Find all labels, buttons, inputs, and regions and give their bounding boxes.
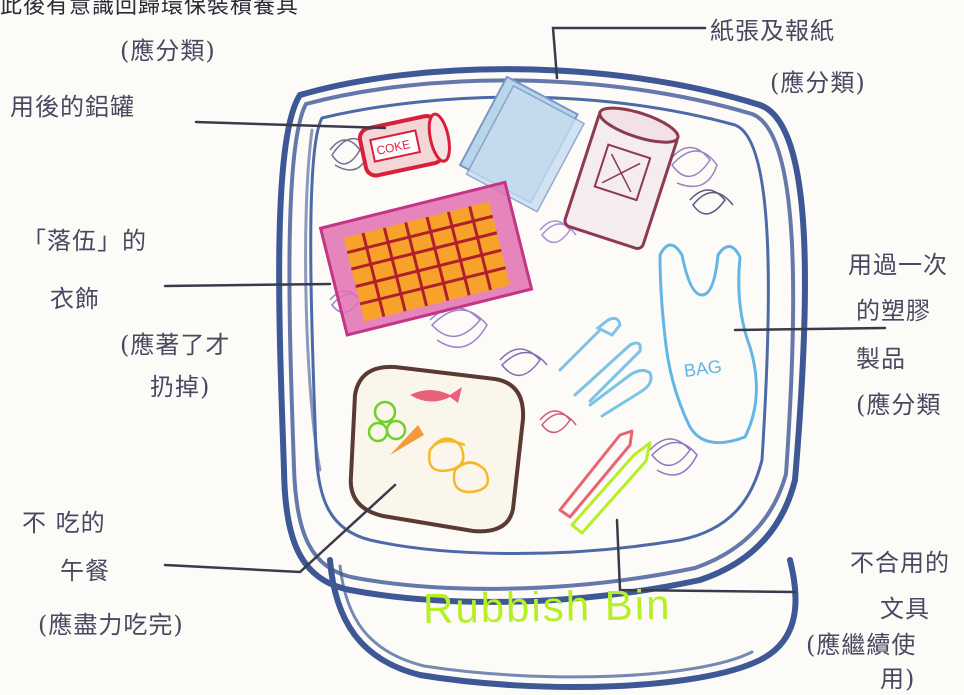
bin-outline: [276, 66, 809, 690]
stationery-note-2: 用): [880, 665, 916, 693]
coke-can: COKE: [357, 112, 451, 178]
plastic-note: (應分類: [856, 391, 942, 419]
stationery-label-2: 文具: [880, 595, 930, 623]
bag-text: BAG: [683, 356, 723, 381]
plastic-cutlery: [558, 316, 653, 418]
plastic-label-1: 用過一次: [848, 251, 948, 279]
paper-note: (應分類): [770, 69, 866, 97]
clothes-label-1: 「落伍」的: [22, 227, 147, 255]
clothes-note-2: 扔掉): [150, 373, 211, 401]
cans-label: 用後的鋁罐: [10, 93, 135, 121]
plastic-label-2: 的塑膠: [856, 297, 931, 325]
lunch-box: [348, 364, 526, 534]
clothes-note-1: (應著了才: [120, 331, 231, 359]
bin-rim: [309, 95, 770, 555]
top-caption: 此後有意識回歸環保裝積養其: [0, 0, 300, 19]
paper-tin: [563, 106, 680, 250]
plastic-bag: [658, 243, 758, 445]
pointer-lines: [163, 26, 887, 594]
lunch-label-2: 午餐: [60, 557, 110, 585]
lunch-note: (應盡力吃完): [38, 611, 184, 639]
paper-label: 紙張及報紙: [710, 17, 835, 45]
plastic-label-3: 製品: [856, 345, 906, 373]
bin-label: Rubbish Bin: [422, 580, 672, 633]
pencils: [558, 429, 652, 535]
lunch-label-1: 不 吃的: [22, 509, 106, 537]
cans-note: (應分類): [120, 37, 216, 65]
plaid-cloth: [318, 180, 534, 337]
clothes-label-2: 衣飾: [50, 285, 100, 313]
stationery-label-1: 不合用的: [850, 549, 950, 577]
coke-text: COKE: [375, 137, 411, 158]
stationery-note-1: (應繼續使: [806, 631, 917, 659]
